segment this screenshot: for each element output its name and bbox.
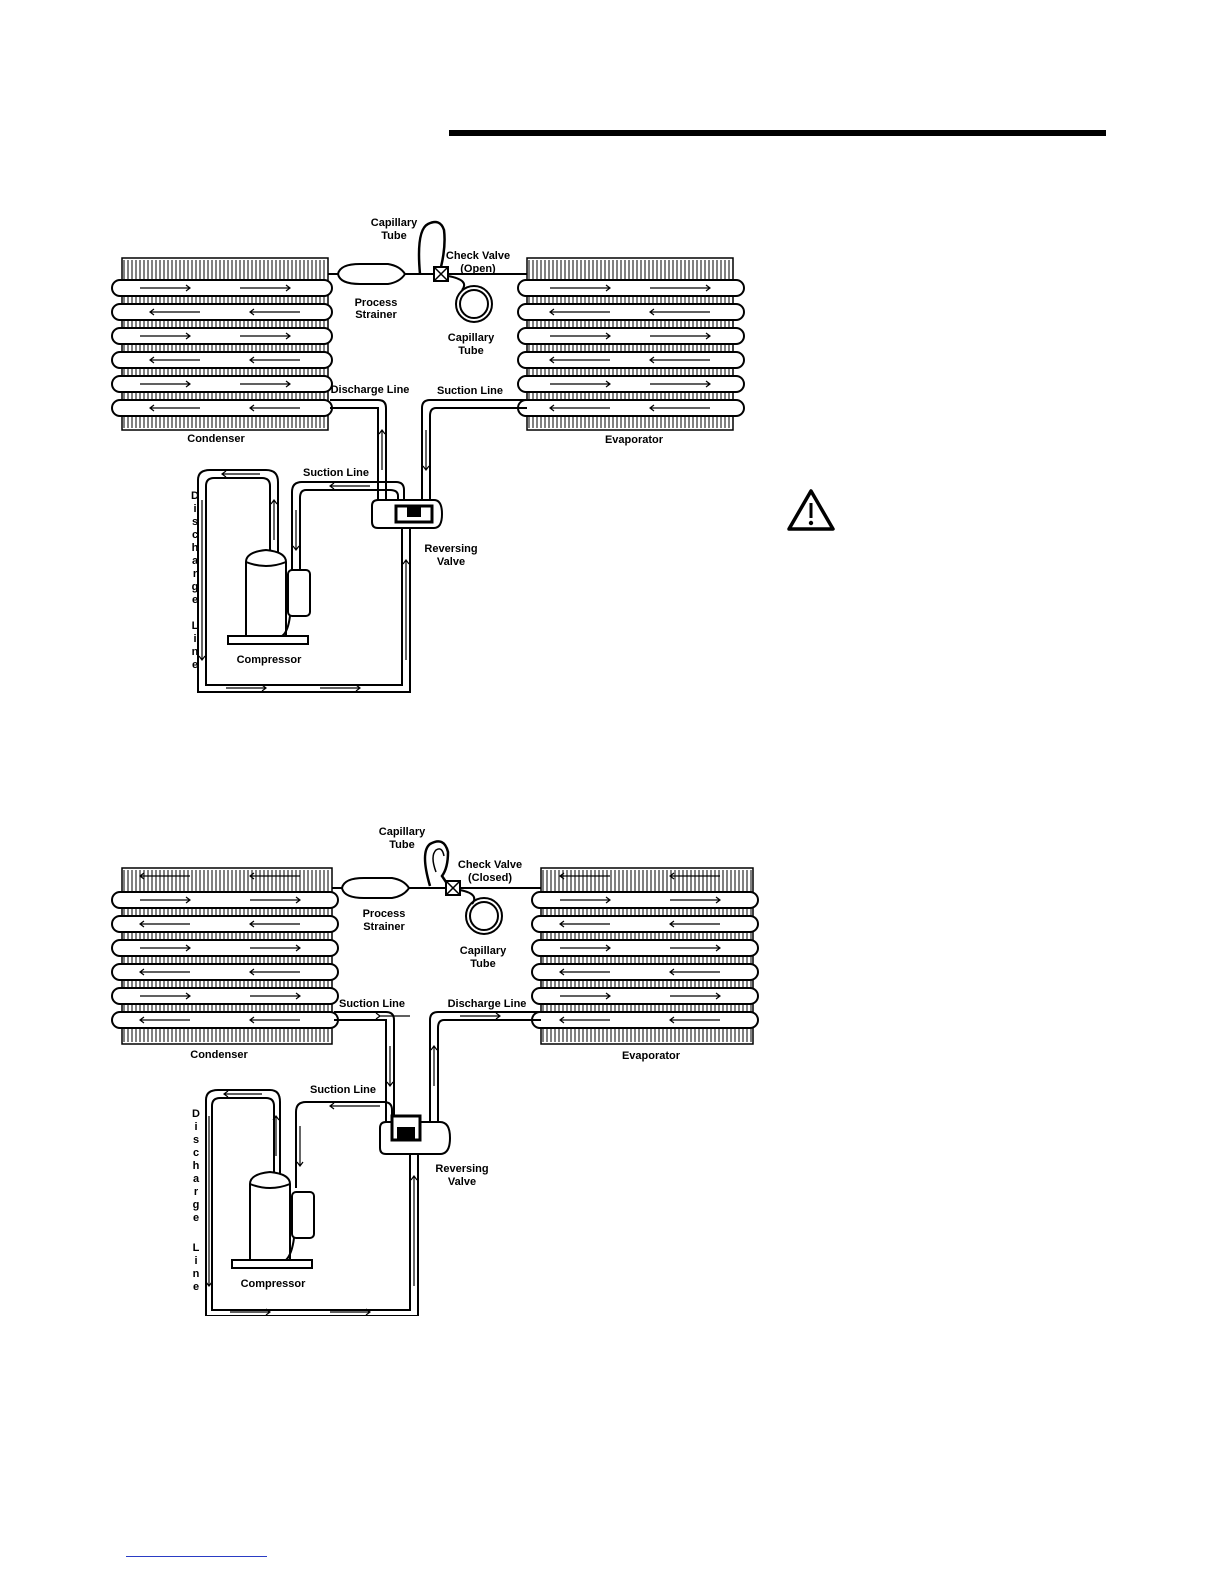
svg-text:i: i	[193, 633, 196, 645]
svg-text:Capillary: Capillary	[448, 332, 495, 344]
coil-flow-arrows	[139, 872, 721, 1024]
svg-text:L: L	[193, 1242, 200, 1254]
svg-text:Valve: Valve	[437, 556, 465, 568]
refrigerant-lines	[197, 399, 527, 693]
svg-text:Compressor: Compressor	[237, 654, 303, 666]
svg-text:D: D	[191, 490, 199, 502]
svg-text:e: e	[193, 1212, 199, 1224]
svg-text:L: L	[192, 620, 199, 632]
evaporator-coil	[517, 257, 745, 431]
coil-flow-arrows	[140, 284, 711, 412]
footer-link-underline[interactable]	[126, 1556, 267, 1557]
heating-cycle-diagram: Capillary Tube Check Valve (Closed) Proc…	[111, 826, 759, 1316]
compressor-unit	[227, 548, 311, 645]
svg-text:Tube: Tube	[381, 230, 406, 242]
svg-text:r: r	[193, 568, 198, 580]
svg-text:s: s	[193, 1134, 199, 1146]
svg-text:n: n	[193, 1268, 200, 1280]
svg-text:Strainer: Strainer	[355, 309, 397, 321]
line-flow-arrows	[198, 429, 430, 692]
labels: Capillary Tube Check Valve (Closed) Proc…	[190, 826, 680, 1293]
svg-text:Suction Line: Suction Line	[303, 467, 369, 479]
header-rule	[449, 130, 1106, 136]
labels: Capillary Tube Check Valve (Open) Proces…	[187, 217, 663, 671]
svg-text:i: i	[193, 503, 196, 515]
svg-text:e: e	[192, 659, 198, 671]
svg-text:i: i	[194, 1121, 197, 1133]
svg-text:Reversing: Reversing	[424, 543, 477, 555]
svg-text:Process: Process	[355, 297, 398, 309]
evaporator-coil	[531, 867, 759, 1045]
svg-text:Check Valve: Check Valve	[458, 859, 522, 871]
svg-text:r: r	[194, 1186, 199, 1198]
svg-text:n: n	[192, 646, 199, 658]
svg-text:Evaporator: Evaporator	[605, 434, 664, 446]
svg-text:Process: Process	[363, 908, 406, 920]
condenser-coil	[111, 867, 339, 1045]
svg-text:s: s	[192, 516, 198, 528]
svg-text:(Closed): (Closed)	[468, 872, 512, 884]
svg-text:Condenser: Condenser	[190, 1049, 248, 1061]
cooling-cycle-diagram: Capillary Tube Check Valve (Open) Proces…	[111, 217, 745, 693]
metering-assembly	[332, 840, 541, 935]
line-flow-arrows	[205, 1012, 501, 1316]
svg-text:Discharge Line: Discharge Line	[331, 384, 410, 396]
svg-text:a: a	[193, 1173, 200, 1185]
svg-text:D: D	[192, 1108, 200, 1120]
svg-text:Tube: Tube	[389, 839, 414, 851]
svg-text:Suction Line: Suction Line	[437, 385, 503, 397]
svg-text:Tube: Tube	[470, 958, 495, 970]
svg-text:h: h	[193, 1160, 200, 1172]
evaporator-tubes	[531, 891, 759, 1029]
svg-text:Capillary: Capillary	[379, 826, 426, 838]
refrigerant-lines	[205, 1011, 541, 1316]
svg-text:Compressor: Compressor	[241, 1278, 307, 1290]
svg-text:c: c	[193, 1147, 199, 1159]
svg-text:Reversing: Reversing	[435, 1163, 488, 1175]
svg-text:Check Valve: Check Valve	[446, 250, 510, 262]
svg-text:Discharge Line: Discharge Line	[448, 998, 527, 1010]
metering-assembly	[328, 220, 527, 323]
svg-text:g: g	[193, 1199, 200, 1211]
svg-text:c: c	[192, 529, 198, 541]
condenser-tubes	[111, 279, 333, 417]
svg-text:Capillary: Capillary	[460, 945, 507, 957]
svg-text:Condenser: Condenser	[187, 433, 245, 445]
svg-text:Evaporator: Evaporator	[622, 1050, 681, 1062]
svg-text:e: e	[193, 1281, 199, 1293]
svg-text:Valve: Valve	[448, 1176, 476, 1188]
condenser-tubes	[111, 891, 339, 1029]
svg-text:Suction Line: Suction Line	[339, 998, 405, 1010]
svg-text:a: a	[192, 555, 199, 567]
svg-text:(Open): (Open)	[460, 263, 496, 275]
svg-text:Suction Line: Suction Line	[310, 1084, 376, 1096]
svg-text:Capillary: Capillary	[371, 217, 418, 229]
svg-text:h: h	[192, 542, 199, 554]
warning-icon	[787, 489, 835, 531]
svg-text:Strainer: Strainer	[363, 921, 405, 933]
svg-text:g: g	[192, 581, 199, 593]
svg-text:Tube: Tube	[458, 345, 483, 357]
svg-text:i: i	[194, 1255, 197, 1267]
svg-text:e: e	[192, 594, 198, 606]
evaporator-tubes	[517, 279, 745, 417]
condenser-coil	[111, 257, 333, 431]
compressor-unit	[231, 1170, 315, 1269]
